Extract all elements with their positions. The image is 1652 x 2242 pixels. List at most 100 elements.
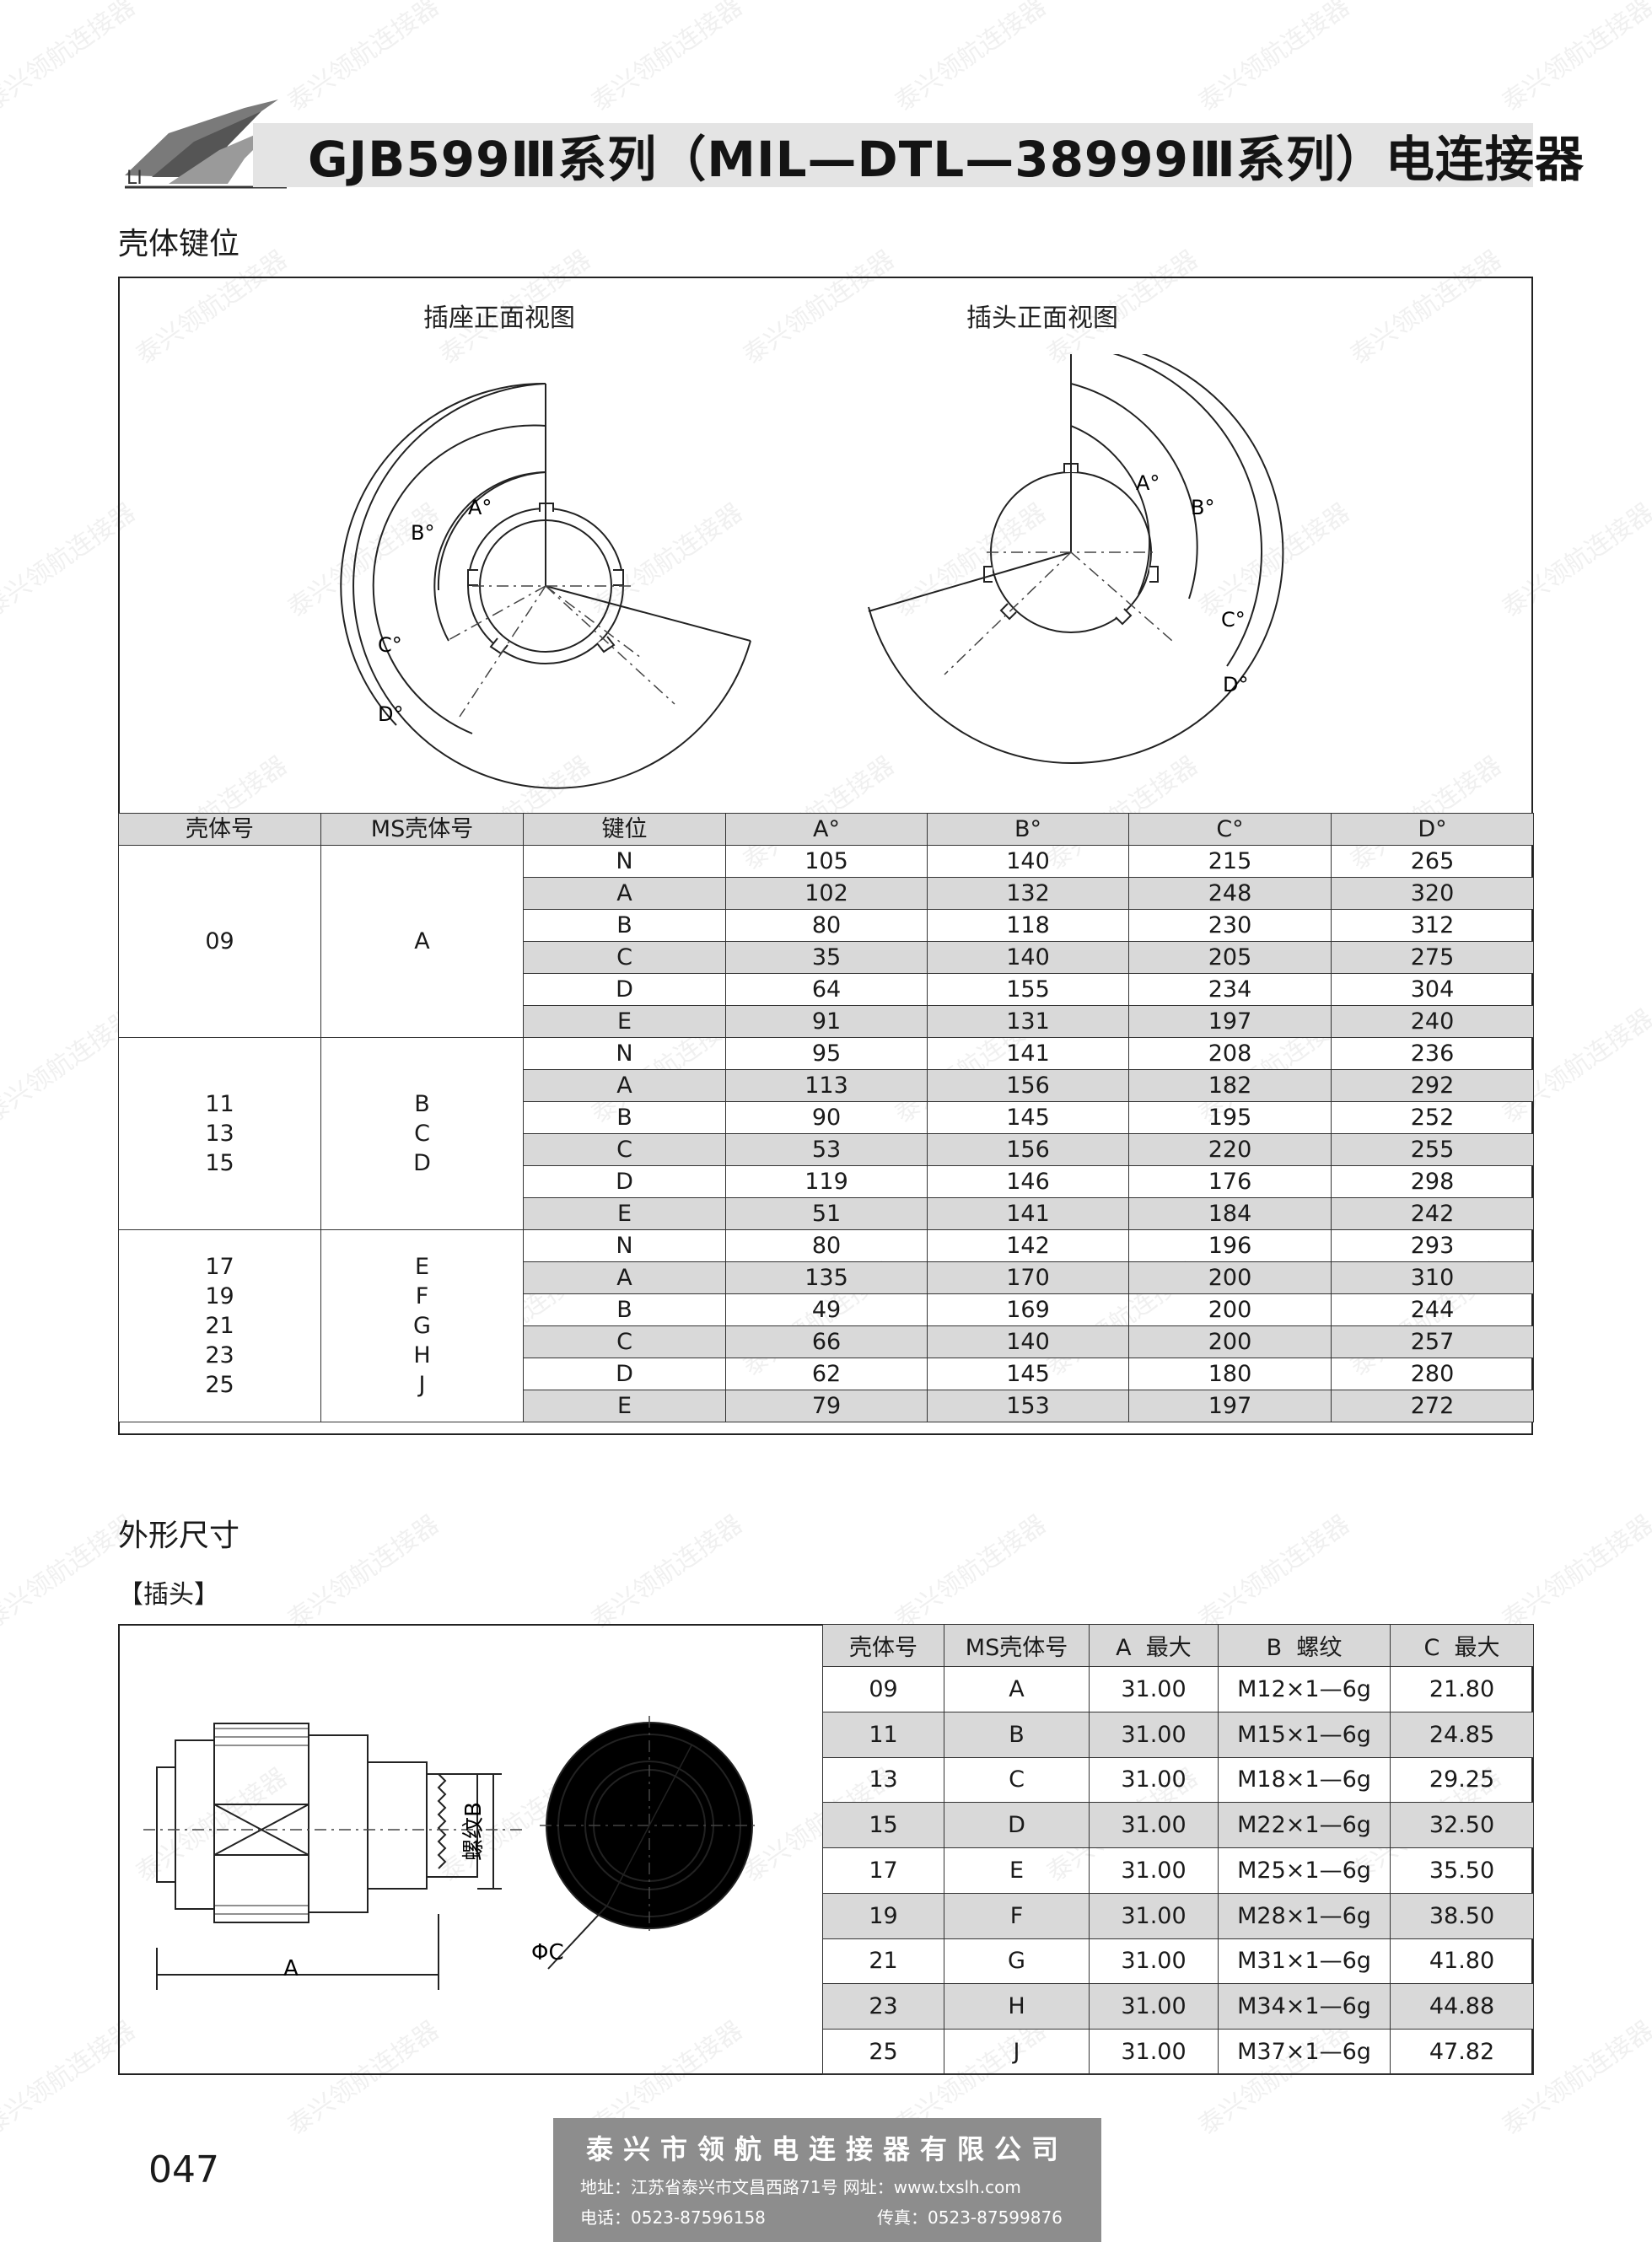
key-position-cell: B [523,909,726,942]
dims-cell: H [944,1983,1090,2030]
angle-value-cell: 248 [1128,877,1332,910]
key-table-header: 键位 [523,813,726,846]
key-position-cell: N [523,1229,726,1262]
dims-table-header: 壳体号 [822,1624,944,1667]
dims-cell: M31×1—6g [1218,1938,1391,1985]
angle-value-cell: 119 [725,1165,928,1198]
footer-box [553,2118,1101,2242]
angle-value-cell: 220 [1128,1133,1332,1166]
angle-value-cell: 105 [725,845,928,878]
ms-shell-cell: B C D [320,1037,524,1230]
angle-value-cell: 153 [927,1390,1129,1422]
key-position-cell: N [523,1037,726,1070]
angle-value-cell: 49 [725,1293,928,1326]
socket-view-label: 插座正面视图 [423,304,575,333]
key-position-cell: D [523,1358,726,1390]
angle-value-cell: 142 [927,1229,1129,1262]
watermark-text: 泰兴领航连接器 [585,0,749,118]
dims-cell: 31.00 [1089,1847,1219,1894]
section-title-key: 壳体键位 [118,227,240,261]
watermark-text: 泰兴领航连接器 [1192,0,1356,118]
key-table-header: 壳体号 [118,813,321,846]
dims-cell: 31.00 [1089,2029,1219,2075]
angle-value-cell: 200 [1128,1293,1332,1326]
key-table-header: A° [725,813,928,846]
angle-value-cell: 195 [1128,1101,1332,1134]
angle-value-cell: 293 [1331,1229,1534,1262]
key-position-cell: D [523,973,726,1006]
angle-value-cell: 292 [1331,1069,1534,1102]
dims-cell: M15×1—6g [1218,1711,1391,1758]
key-position-cell: A [523,877,726,910]
dims-cell: 31.00 [1089,1983,1219,2030]
dims-cell: 11 [822,1711,944,1758]
watermark-text: 泰兴领航连接器 [889,1509,1052,1636]
angle-value-cell: 255 [1331,1133,1534,1166]
angle-value-cell: 141 [927,1197,1129,1230]
plug-outline-drawing: A 螺纹B ΦC [143,1716,759,1990]
angle-value-cell: 62 [725,1358,928,1390]
angle-value-cell: 132 [927,877,1129,910]
footer-phone: 电话：0523-87596158 [580,2207,766,2228]
angle-value-cell: 113 [725,1069,928,1102]
key-position-cell: A [523,1069,726,1102]
dims-cell: 24.85 [1390,1711,1534,1758]
watermark-text: 泰兴领航连接器 [282,0,445,118]
shell-number-cell: 11 13 15 [118,1037,321,1230]
plug-angle-c: C° [1221,608,1246,632]
key-position-cell: C [523,1325,726,1358]
watermark-text: 泰兴领航连接器 [1648,245,1652,371]
angle-value-cell: 135 [725,1261,928,1294]
angle-value-cell: 146 [927,1165,1129,1198]
angle-value-cell: 244 [1331,1293,1534,1326]
angle-value-cell: 156 [927,1069,1129,1102]
dims-cell: G [944,1938,1090,1985]
dims-cell: 13 [822,1756,944,1804]
angle-value-cell: 51 [725,1197,928,1230]
key-table-header: B° [927,813,1129,846]
dim-label-a: A [283,1956,299,1981]
dims-cell: 21.80 [1390,1666,1534,1712]
angle-value-cell: 230 [1128,909,1332,942]
angle-value-cell: 196 [1128,1229,1332,1262]
plug-angle-d: D° [1223,673,1248,696]
angle-value-cell: 141 [927,1037,1129,1070]
angle-value-cell: 234 [1128,973,1332,1006]
angle-value-cell: 265 [1331,845,1534,878]
angle-value-cell: 140 [927,941,1129,974]
dims-cell: 29.25 [1390,1756,1534,1804]
dims-cell: M34×1—6g [1218,1983,1391,2030]
footer-address: 地址：江苏省泰兴市文昌西路71号 网址：www.txslh.com [580,2177,1021,2197]
key-position-cell: E [523,1390,726,1422]
dims-cell: M18×1—6g [1218,1756,1391,1804]
angle-value-cell: 252 [1331,1101,1534,1134]
angle-value-cell: 170 [927,1261,1129,1294]
angle-value-cell: 169 [927,1293,1129,1326]
dims-cell: 09 [822,1666,944,1712]
angle-value-cell: 304 [1331,973,1534,1006]
dims-cell: C [944,1756,1090,1804]
angle-value-cell: 35 [725,941,928,974]
angle-value-cell: 208 [1128,1037,1332,1070]
key-position-cell: C [523,1133,726,1166]
dims-cell: 35.50 [1390,1847,1534,1894]
plug-front-view-diagram: A° B° C° D° [868,354,1284,764]
watermark-text: 泰兴领航连接器 [1496,1509,1652,1636]
dims-cell: 38.50 [1390,1892,1534,1939]
angle-value-cell: 197 [1128,1390,1332,1422]
dims-cell: 31.00 [1089,1711,1219,1758]
plug-angle-a: A° [1136,471,1160,495]
angle-value-cell: 140 [927,1325,1129,1358]
dims-table-header: C 最大 [1390,1624,1534,1667]
